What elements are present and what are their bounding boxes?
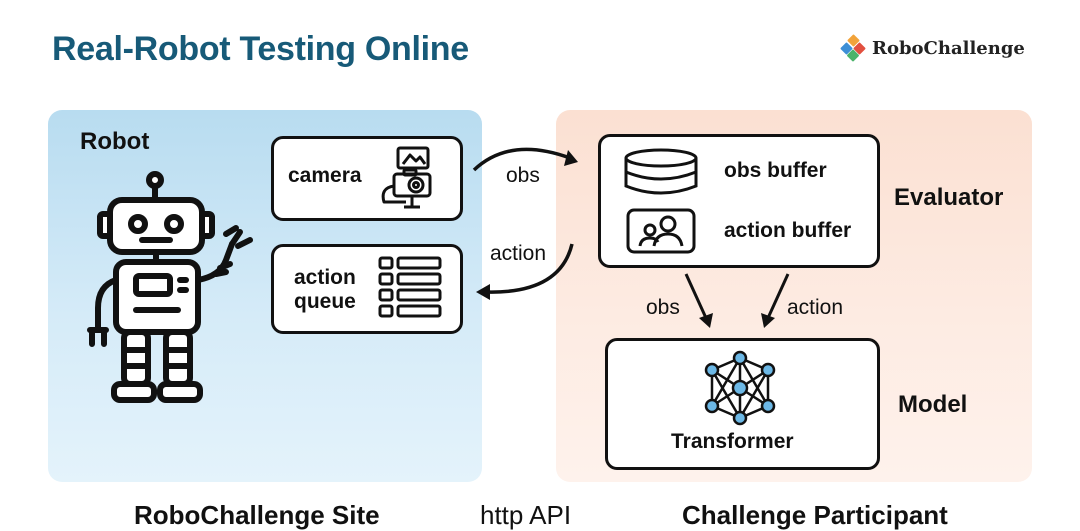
evaluator-label: Evaluator xyxy=(894,184,1004,211)
action-queue-label: action queue xyxy=(294,266,356,314)
action-flow-label: action xyxy=(490,242,547,265)
logo-text: RoboChallenge xyxy=(872,37,1025,59)
obs-flow-label: obs xyxy=(506,164,540,187)
robot-label: Robot xyxy=(80,128,150,155)
action-queue-label-line2: queue xyxy=(294,290,356,313)
robochallenge-logo-icon xyxy=(840,34,866,62)
camera-label: camera xyxy=(288,164,362,187)
camera-icon xyxy=(381,146,432,209)
neural-network-icon xyxy=(704,350,776,426)
page-title: Real-Robot Testing Online xyxy=(52,30,469,68)
action-arrow-to-robot xyxy=(476,243,574,300)
transformer-label: Transformer xyxy=(671,430,794,453)
logo: RoboChallenge xyxy=(840,33,1025,63)
action-to-model-label: action xyxy=(787,296,844,319)
obs-buffer-label: obs buffer xyxy=(724,159,827,182)
action-buffer-label: action buffer xyxy=(724,219,852,242)
model-label: Model xyxy=(898,391,968,418)
obs-to-model-label: obs xyxy=(646,296,680,319)
obs-arrow-to-evaluator xyxy=(472,147,578,172)
obs-arrow-to-model xyxy=(684,273,713,328)
users-icon xyxy=(626,208,696,254)
robot-icon xyxy=(87,171,253,403)
list-icon xyxy=(378,256,442,318)
action-arrow-to-model xyxy=(761,273,790,328)
database-icon xyxy=(624,148,698,195)
action-queue-label-line1: action xyxy=(294,266,356,289)
